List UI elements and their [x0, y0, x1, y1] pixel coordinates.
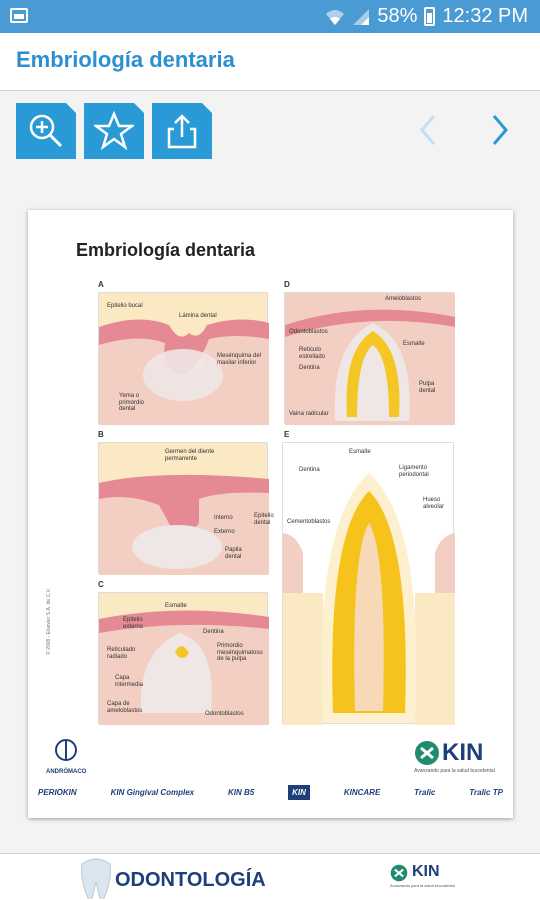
footer-banner: ODONTOLOGÍA KIN Avanzando para la salud …: [0, 853, 540, 900]
panel-e-illustration: Esmalte Dentina Ligamento periodontal Ce…: [282, 442, 455, 725]
label-capa-ameloblastos: Capa de ameloblastos: [107, 701, 143, 714]
favorite-button[interactable]: [84, 103, 144, 159]
zoom-in-icon: [29, 114, 63, 148]
kin-emblem-icon: [415, 741, 439, 765]
label-papila: Papila dental: [225, 547, 242, 560]
footer-title: ODONTOLOGÍA: [115, 869, 266, 891]
label-interno: Interno: [214, 515, 233, 521]
label-ameloblastos-d: Ameloblastos: [385, 296, 422, 302]
battery-percent: 58%: [377, 5, 418, 27]
label-epitelio-bucal: Epitelio bucal: [107, 303, 143, 309]
label-capa-intermedia: Capa intermedia: [115, 675, 144, 688]
kin-logo: KIN Avanzando para la salud bucodental: [414, 739, 495, 774]
label-dentina-e: Dentina: [299, 467, 320, 473]
andromaco-emblem-icon: [55, 739, 78, 761]
app-header: Embriología dentaria: [0, 33, 540, 91]
label-mesenquima: Mesénquima del maxilar inferior: [217, 353, 262, 366]
brand-item: KIN B5: [228, 788, 255, 797]
brand-item: KIN Gingival Complex: [110, 788, 195, 797]
tooth-bud-illustration: [99, 319, 269, 425]
panel-a-illustration: Epitelio bucal Lámina dental Mesénquima …: [98, 292, 269, 425]
panel-b-illustration: Germen del diente permanente Interno Ext…: [98, 442, 274, 575]
toolbar: [0, 92, 540, 202]
label-yema: Yema o primordio dental: [119, 393, 145, 413]
label-externo: Externo: [214, 529, 235, 535]
gallery-icon: [10, 8, 28, 23]
brand-strip: PERIOKIN KIN Gingival Complex KIN B5 KIN…: [38, 785, 503, 800]
battery-icon: [424, 7, 436, 26]
bell-stage-illustration: [99, 610, 269, 725]
signal-icon: [353, 8, 370, 25]
previous-page-icon[interactable]: [416, 110, 440, 150]
label-dentina-d: Dentina: [299, 365, 320, 371]
panel-label-b: B: [98, 430, 104, 439]
andromaco-logo: ANDRÓMACO: [46, 738, 86, 775]
document-title: Embriología dentaria: [76, 240, 256, 260]
andromaco-text: ANDRÓMACO: [46, 769, 87, 775]
label-vaina: Vaina radicular: [289, 411, 329, 417]
kin-tagline: Avanzando para la salud bucodental: [414, 768, 495, 774]
document-page[interactable]: Embriología dentaria A Epitelio bucal Lá…: [28, 210, 513, 818]
status-bar: 58% 12:32 PM: [0, 0, 540, 33]
label-reticulo: Retículo estrellado: [299, 347, 326, 360]
panel-label-d: D: [284, 280, 290, 289]
label-pulpa: Pulpa dental: [419, 381, 436, 394]
footer-kin-logo: KIN Avanzando para la salud bucodental: [390, 863, 455, 888]
kin-logo-text: KIN: [442, 739, 484, 766]
tooth-icon: [81, 858, 111, 899]
panel-c-illustration: Esmalte Epitelio externo Dentina Reticul…: [98, 592, 269, 725]
brand-item: KINCARE: [343, 788, 381, 797]
clock: 12:32 PM: [442, 5, 528, 27]
zoom-button[interactable]: [16, 103, 76, 159]
panel-label-a: A: [98, 280, 104, 289]
label-odontoblastos-c: Odontoblastos: [205, 711, 244, 717]
label-esmalte-d: Esmalte: [403, 341, 425, 347]
panel-label-c: C: [98, 580, 104, 589]
footer-kin-tagline: Avanzando para la salud bucodental: [390, 883, 455, 888]
copyright-text: © 2008 - Elsevier S.A. de C.V.: [46, 588, 52, 655]
label-dentina-c: Dentina: [203, 629, 224, 635]
label-ligamento: Ligamento periodontal: [399, 465, 429, 478]
brand-item: Tralic: [414, 788, 436, 797]
label-reticulado: Reticulado radiado: [107, 647, 136, 660]
star-icon: [94, 111, 134, 151]
label-primordio: Primordio mesénquimatoso de la pulpa: [217, 643, 263, 663]
label-epitelio-dental: Epitelio dental: [254, 513, 274, 526]
share-button[interactable]: [152, 103, 212, 159]
next-page-icon[interactable]: [488, 110, 512, 150]
page-title: Embriología dentaria: [16, 47, 235, 72]
brand-item: PERIOKIN: [38, 788, 77, 797]
label-odontoblastos-d: Odontoblastos: [289, 329, 328, 335]
wifi-icon: [326, 9, 345, 25]
brand-item: Tralic TP: [469, 788, 503, 797]
brand-item: KIN: [288, 785, 310, 800]
label-lamina-dental: Lámina dental: [179, 313, 217, 319]
crown-stage-illustration: [285, 293, 455, 425]
label-cementoblastos: Cementoblastos: [287, 519, 331, 525]
label-germen: Germen del diente permanente: [165, 449, 215, 462]
germ-illustration: [99, 474, 269, 575]
erupted-tooth-illustration: [283, 473, 455, 725]
label-esmalte-c: Esmalte: [165, 603, 187, 609]
share-icon: [167, 114, 197, 149]
panel-label-e: E: [284, 430, 290, 439]
footer-kin-emblem-icon: [390, 864, 408, 882]
footer-kin-text: KIN: [412, 863, 440, 880]
label-epitelio-externo: Epitelio externo: [123, 617, 144, 630]
label-esmalte-e: Esmalte: [349, 449, 371, 455]
label-hueso: Hueso alveolar: [423, 497, 445, 510]
panel-d-illustration: Ameloblastos Odontoblastos Esmalte Retíc…: [284, 292, 455, 425]
